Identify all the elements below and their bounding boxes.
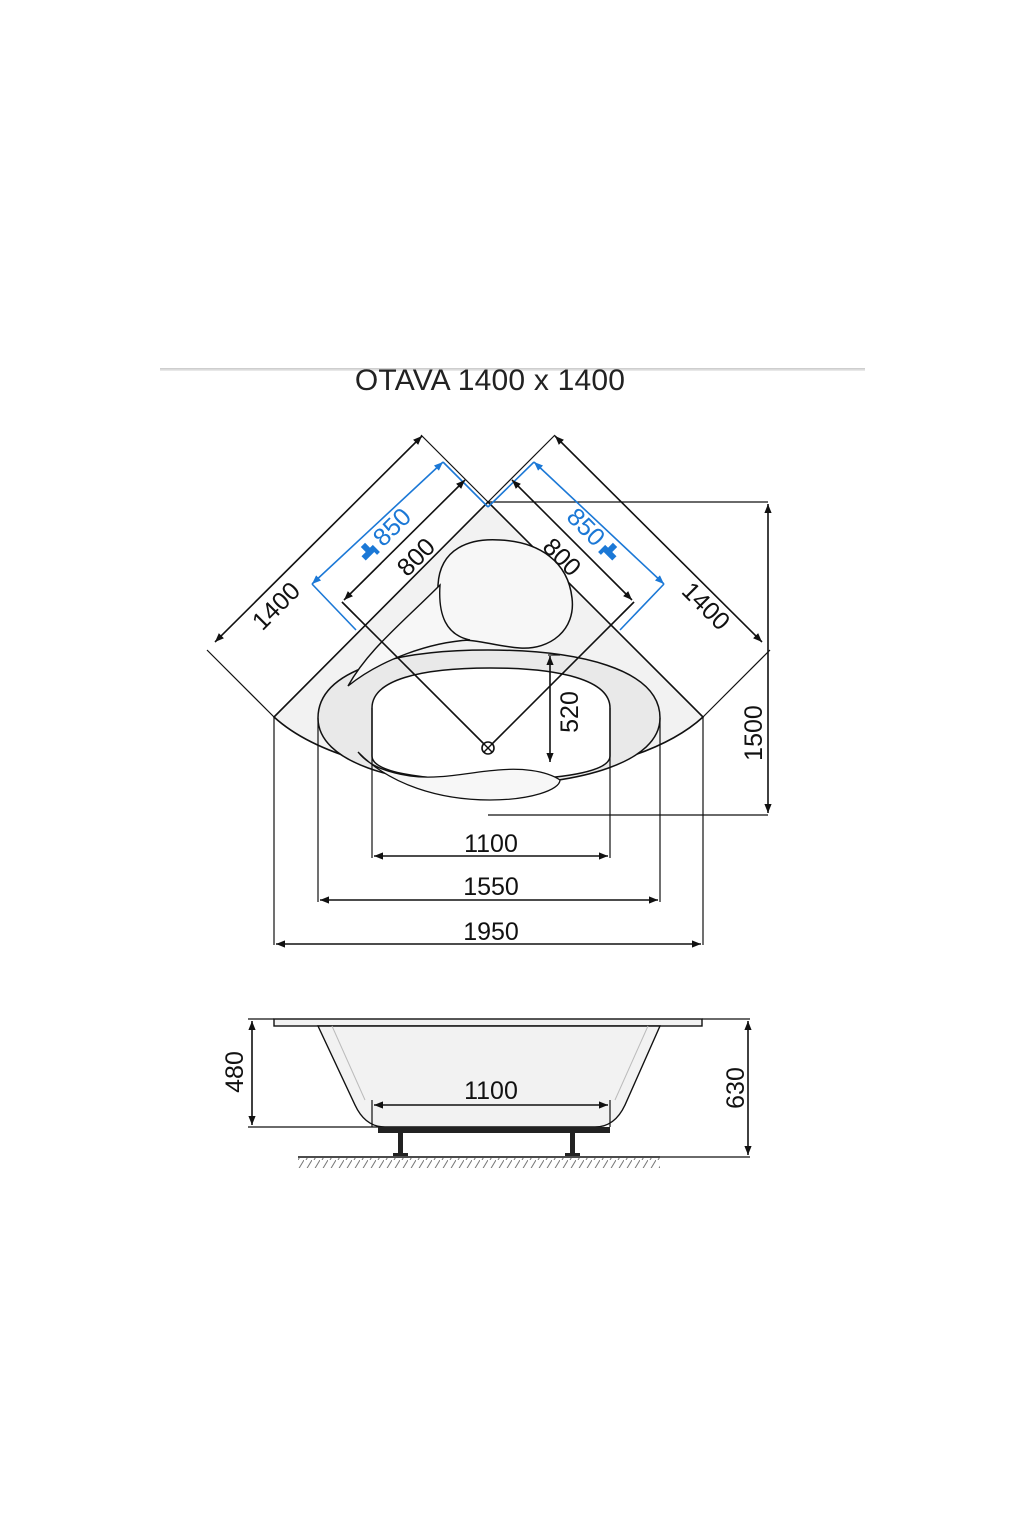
floor-hatch [298, 1158, 660, 1168]
tub-frame [378, 1127, 610, 1133]
title-rule [160, 368, 865, 371]
plan-view: 1400 850 800 1400 850 800 [206, 434, 772, 948]
front-lip [357, 751, 561, 801]
page-title: OTAVA 1400 x 1400 [354, 364, 626, 397]
tap-icon [360, 542, 380, 561]
dim-depth-basin: 520 [556, 691, 584, 733]
dim-width-basin: 1100 [464, 830, 518, 858]
dim-height-total-side: 630 [722, 1067, 750, 1109]
dim-width-rim: 1550 [463, 873, 519, 901]
tub-rim-side [273, 1018, 703, 1027]
dim-line-inner-left [343, 479, 466, 601]
dim-line-inner-right [511, 479, 633, 601]
drain-icon [481, 741, 495, 755]
tub-leg-left [398, 1133, 403, 1155]
dim-height-rim: 480 [221, 1051, 249, 1093]
tub-leg-right [570, 1133, 575, 1155]
dim-side-left: 1400 [247, 577, 306, 636]
side-view: 480 630 1100 [221, 1018, 752, 1168]
dim-height-total: 1500 [740, 705, 768, 761]
dim-width-total: 1950 [463, 918, 519, 946]
dim-width-bottom: 1100 [464, 1077, 518, 1105]
tap-icon [598, 542, 618, 561]
dim-side-right: 1400 [676, 577, 735, 636]
